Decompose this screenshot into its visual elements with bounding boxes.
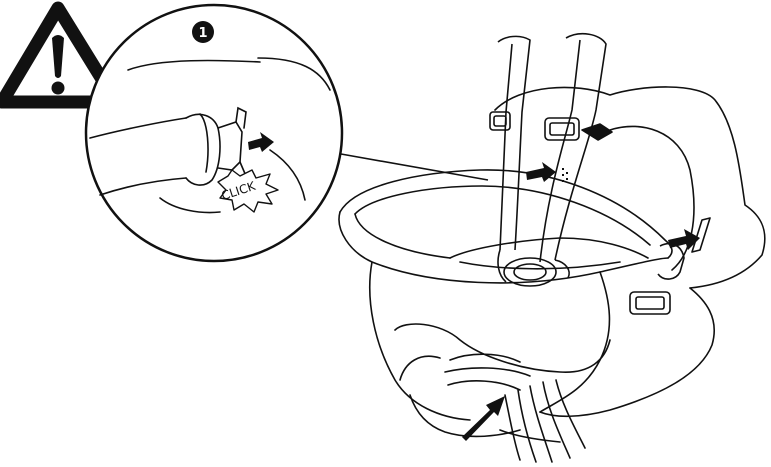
detail-callout: CLICK 1 <box>84 3 489 263</box>
step-number: 1 <box>198 26 207 41</box>
arrow-right-icon <box>668 229 700 250</box>
click-burst <box>217 169 279 213</box>
arrow-right-icon <box>526 162 556 182</box>
step-badge <box>192 21 214 43</box>
arrow-up-right-icon <box>462 396 505 441</box>
warning-triangle-icon <box>0 1 123 109</box>
highchair-seat <box>338 86 766 463</box>
arrow-right-icon <box>248 132 274 152</box>
strap-marking <box>562 168 568 182</box>
harness-straps <box>489 32 711 315</box>
